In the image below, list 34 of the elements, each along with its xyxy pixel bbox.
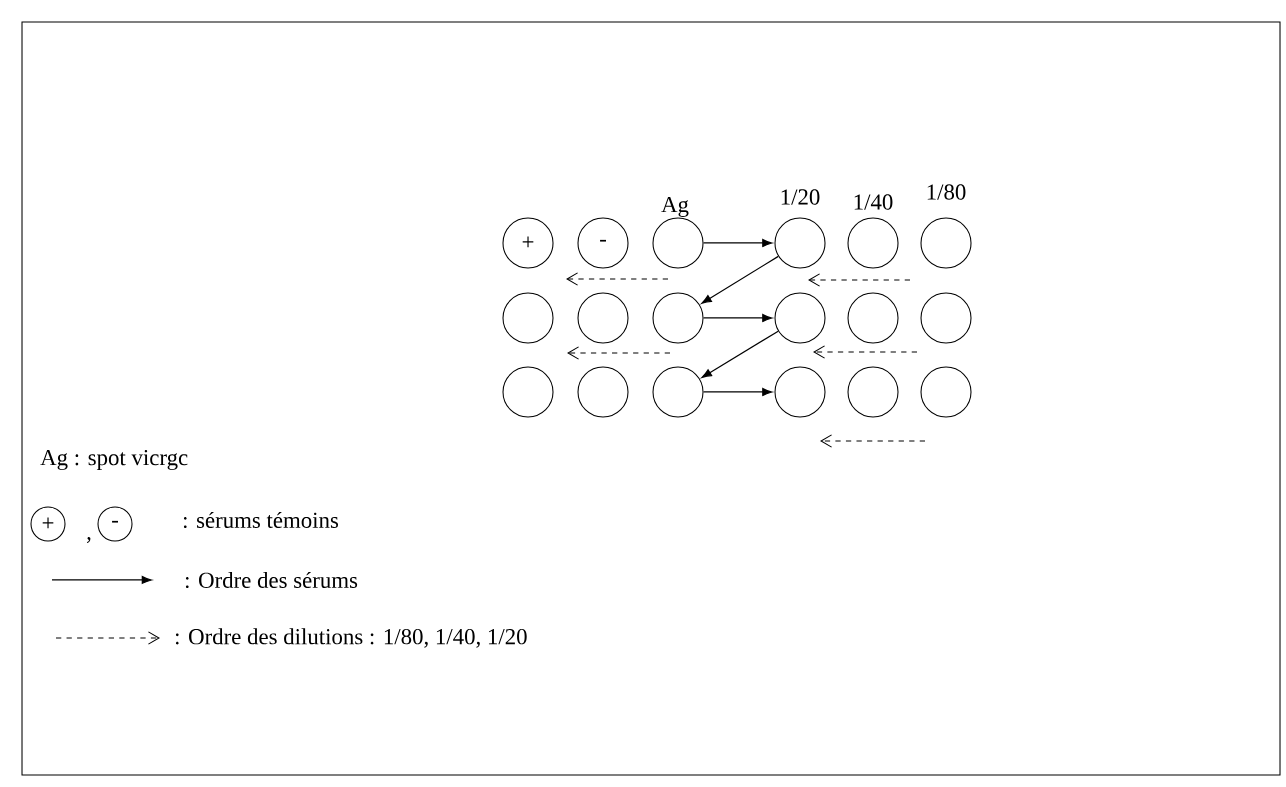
control-well: + — [502, 217, 554, 269]
sample-well — [652, 292, 704, 344]
sample-well — [774, 217, 826, 269]
arrow — [702, 239, 773, 247]
sample-well — [502, 292, 554, 344]
sample-well — [847, 366, 899, 418]
sample-well — [774, 366, 826, 418]
control-well: - — [577, 217, 629, 269]
column-label: 1/40 — [854, 194, 893, 210]
legend-text: Ag : spot vicrgc — [40, 449, 188, 470]
legend-text: : Ordre des dilutions : 1/80, 1/40, 1/20 — [175, 628, 527, 648]
arrow — [701, 330, 779, 378]
arrow — [701, 255, 779, 304]
sample-well — [652, 217, 704, 269]
sample-well — [847, 292, 899, 344]
control-well: + — [30, 506, 66, 542]
sample-well — [652, 366, 704, 418]
legend-text: : sérums témoins — [183, 511, 339, 529]
column-label: Ag — [661, 197, 689, 217]
control-well: - — [97, 506, 133, 542]
sample-well — [502, 366, 554, 418]
sample-well — [774, 292, 826, 344]
column-label: 1/80 — [927, 184, 966, 200]
sample-well — [847, 217, 899, 269]
arrow — [702, 388, 773, 396]
sample-well — [920, 217, 972, 269]
sample-well — [920, 292, 972, 344]
sample-well — [920, 366, 972, 418]
sample-well — [577, 366, 629, 418]
legend-text: : Ordre des sérums — [185, 571, 358, 589]
column-label: 1/20 — [781, 189, 820, 205]
separator-comma: , — [87, 537, 91, 543]
arrow — [702, 314, 773, 322]
sample-well — [577, 292, 629, 344]
